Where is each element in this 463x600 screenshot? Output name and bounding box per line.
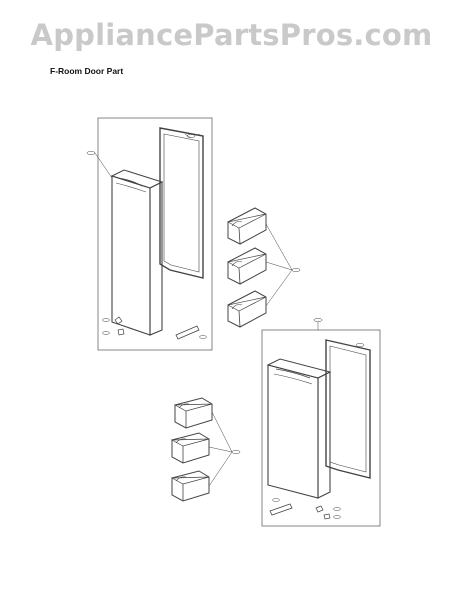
door-bin [173,397,213,429]
left-door-assembly-frame [97,117,213,351]
right-door-body [266,358,332,499]
site-watermark: AppliancePartsPros.com [30,18,433,52]
door-bin [226,207,267,245]
right-door-bottom-parts [269,503,331,520]
door-bin [226,290,267,328]
door-bin [226,247,267,285]
right-door-gasket [325,339,371,479]
right-door-assembly-frame [261,329,381,527]
upper-door-bins [226,207,293,328]
lower-door-bins [170,397,233,502]
left-door-bottom-parts [114,316,200,340]
page-title: F-Room Door Part [50,66,124,76]
callout-markers-upper [86,133,301,339]
left-door-body [110,169,164,336]
left-door-gasket [159,127,204,279]
callout-markers-lower [231,318,365,519]
door-bin [170,470,210,502]
door-bin [170,432,210,464]
